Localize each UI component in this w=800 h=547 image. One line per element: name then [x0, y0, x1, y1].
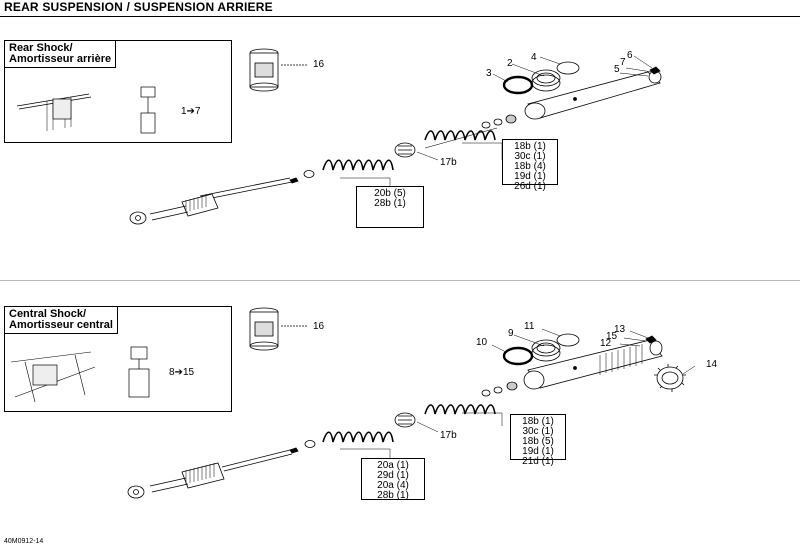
piston-valve-central	[394, 412, 416, 428]
label-14: 14	[706, 359, 718, 370]
reservoir-body-central	[523, 339, 663, 390]
label-5: 5	[614, 64, 620, 75]
spring-lower-central	[322, 431, 394, 443]
reservoir-body-rear	[524, 70, 662, 120]
label-2: 2	[507, 58, 513, 69]
adjuster-ring-central	[654, 364, 686, 392]
o-ring-rear	[502, 75, 534, 95]
oil-bottle-central	[249, 307, 308, 351]
cap-rear	[556, 61, 580, 75]
piston-valve-rear	[394, 142, 416, 158]
shim-stack-rear	[481, 114, 517, 129]
label-6: 6	[627, 50, 633, 61]
shock-shaft-central	[127, 449, 293, 499]
spring-upper-rear	[424, 127, 498, 149]
label-11: 11	[524, 321, 535, 332]
label-7: 7	[620, 57, 626, 68]
valve-central	[645, 335, 657, 344]
label-12: 12	[600, 338, 612, 349]
label-13: 13	[614, 324, 626, 335]
inset-rear-shock: Rear Shock/ Amortisseur arrière 1➔7	[4, 40, 232, 143]
cap-central	[556, 333, 580, 347]
callout-box-central-a: 18b (1) 30c (1) 18b (5) 19d (1) 21d (1)	[510, 414, 566, 467]
title-divider	[0, 16, 800, 17]
washer-rear	[303, 170, 315, 178]
callout-box-rear-a: 18b (1) 30c (1) 18b (4) 19d (1) 26d (1)	[502, 139, 558, 192]
inset-central-shock: Central Shock/ Amortisseur central 8➔15	[4, 306, 232, 412]
label-16-central: 16	[313, 321, 325, 332]
inset-central-range: 8➔15	[169, 367, 195, 378]
label-4: 4	[531, 52, 537, 63]
label-9: 9	[508, 328, 514, 339]
washer-central	[304, 440, 316, 448]
label-3: 3	[486, 68, 492, 79]
callout-box-rear-b: 20b (5) 28b (1)	[356, 186, 424, 228]
label-17b-rear: 17b	[440, 157, 457, 168]
o-ring-central	[502, 346, 534, 366]
label-16-rear: 16	[313, 59, 325, 70]
shim-stack-central	[481, 381, 518, 397]
inset-central-art	[10, 346, 150, 403]
section-divider	[0, 280, 800, 281]
callout-box-central-b: 20a (1) 29d (1) 20a (4) 28b (1)	[361, 458, 425, 501]
nut-central	[289, 447, 299, 454]
shock-shaft-rear	[129, 177, 293, 225]
inset-rear-shock-title: Rear Shock/ Amortisseur arrière	[5, 41, 117, 68]
page-title: REAR SUSPENSION / SUSPENSION ARRIERE	[4, 0, 273, 14]
inset-rear-range: 1➔7	[181, 106, 201, 117]
spring-lower-rear	[322, 159, 394, 171]
inset-rear-art	[16, 86, 156, 134]
valve-rear	[649, 66, 661, 75]
label-17b-central: 17b	[440, 430, 457, 441]
label-10: 10	[476, 337, 488, 348]
inset-central-shock-title: Central Shock/ Amortisseur central	[5, 307, 118, 334]
label-15: 15	[606, 331, 618, 342]
spring-upper-central	[424, 404, 496, 415]
oil-bottle-rear	[249, 48, 308, 92]
footer-code: 40M0912-14	[4, 538, 44, 545]
